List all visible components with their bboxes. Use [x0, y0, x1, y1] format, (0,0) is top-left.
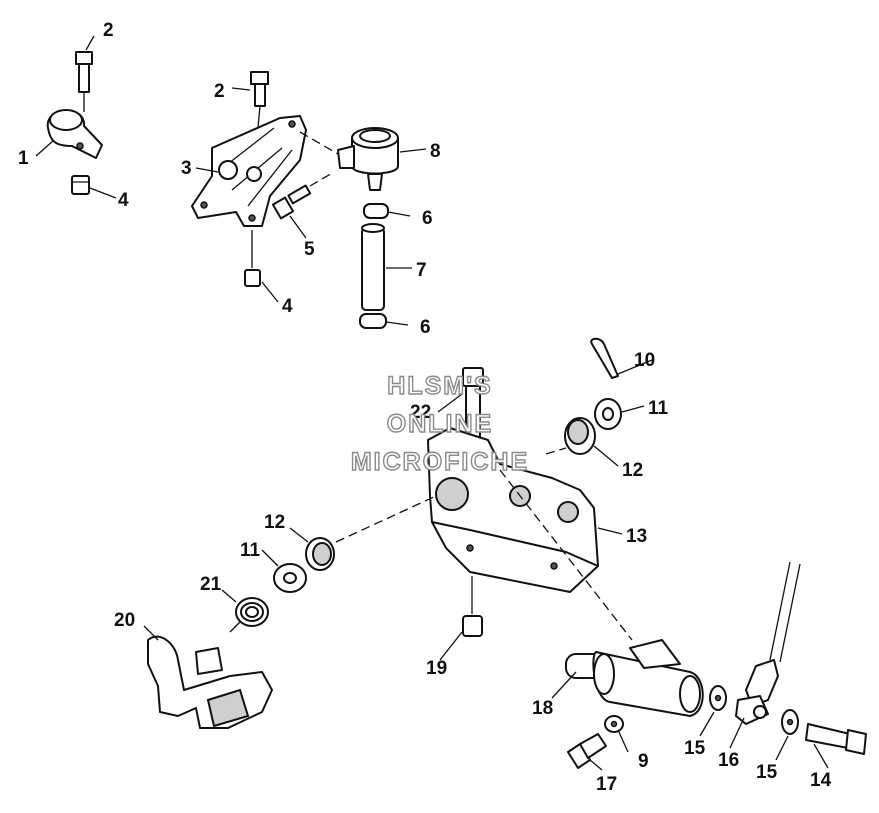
callout-22: 22	[410, 402, 431, 423]
washer-11b	[273, 563, 307, 593]
lever-20	[147, 635, 273, 729]
nut-19	[462, 576, 483, 637]
washer-15a	[709, 685, 727, 711]
callout-6b: 6	[420, 317, 431, 338]
callout-6a: 6	[422, 208, 433, 229]
clamp-6b	[359, 313, 387, 329]
callout-12a: 12	[622, 460, 643, 481]
callout-4a: 4	[118, 190, 129, 211]
washer-9	[604, 715, 624, 733]
bolt-14	[805, 723, 867, 755]
callout-19: 19	[426, 658, 447, 679]
reservoir-8	[299, 127, 399, 191]
clamp-1	[46, 109, 103, 159]
nut-4b	[244, 230, 261, 287]
bracket-3	[191, 115, 307, 227]
clamp-6a	[363, 203, 389, 219]
hose-7	[361, 223, 385, 311]
callout-2a: 2	[103, 20, 114, 41]
callout-numbers: 1 2 2 3 4 4 5 6 6 7 8 9 10 11 11 12 12 1…	[18, 20, 832, 795]
bracket-13	[427, 427, 599, 593]
callout-21: 21	[200, 574, 222, 595]
master-cylinder-18	[499, 469, 704, 717]
washer-11a	[594, 398, 622, 430]
callout-7: 7	[416, 260, 427, 281]
callout-12b: 12	[264, 512, 285, 533]
callout-10: 10	[634, 350, 655, 371]
bolt-2a	[75, 51, 93, 112]
callout-15a: 15	[684, 738, 706, 759]
bolt-5	[271, 171, 335, 220]
callout-20: 20	[114, 610, 135, 631]
nut-4a	[71, 175, 90, 195]
bolt-2b	[250, 71, 269, 129]
callout-8: 8	[430, 141, 441, 162]
callout-2b: 2	[214, 81, 225, 102]
washer-15b	[781, 709, 799, 735]
callout-13: 13	[626, 526, 647, 547]
callout-14: 14	[810, 770, 832, 791]
spring-21	[229, 597, 269, 633]
callout-11a: 11	[648, 398, 669, 419]
callout-3: 3	[181, 158, 192, 179]
callout-4b: 4	[282, 296, 293, 317]
watermark: HLSM'S ONLINE MICROFICHE	[350, 371, 529, 476]
callout-15b: 15	[756, 762, 778, 783]
callout-9: 9	[638, 751, 649, 772]
callout-5: 5	[304, 239, 315, 260]
bushing-12b	[305, 495, 437, 571]
leader-lines	[35, 35, 829, 771]
callout-11b: 11	[240, 540, 261, 561]
callout-17: 17	[596, 774, 617, 795]
watermark-line-2: ONLINE	[387, 410, 493, 438]
callout-16: 16	[718, 750, 739, 771]
callout-18: 18	[532, 698, 553, 719]
watermark-line-1: HLSM'S	[387, 372, 492, 400]
clevis-16	[735, 561, 801, 725]
bushing-12a	[545, 417, 596, 455]
watermark-line-3: MICROFICHE	[351, 448, 529, 476]
bolt-17	[567, 733, 607, 769]
cotter-pin-10	[590, 337, 619, 379]
callout-1: 1	[18, 148, 29, 169]
